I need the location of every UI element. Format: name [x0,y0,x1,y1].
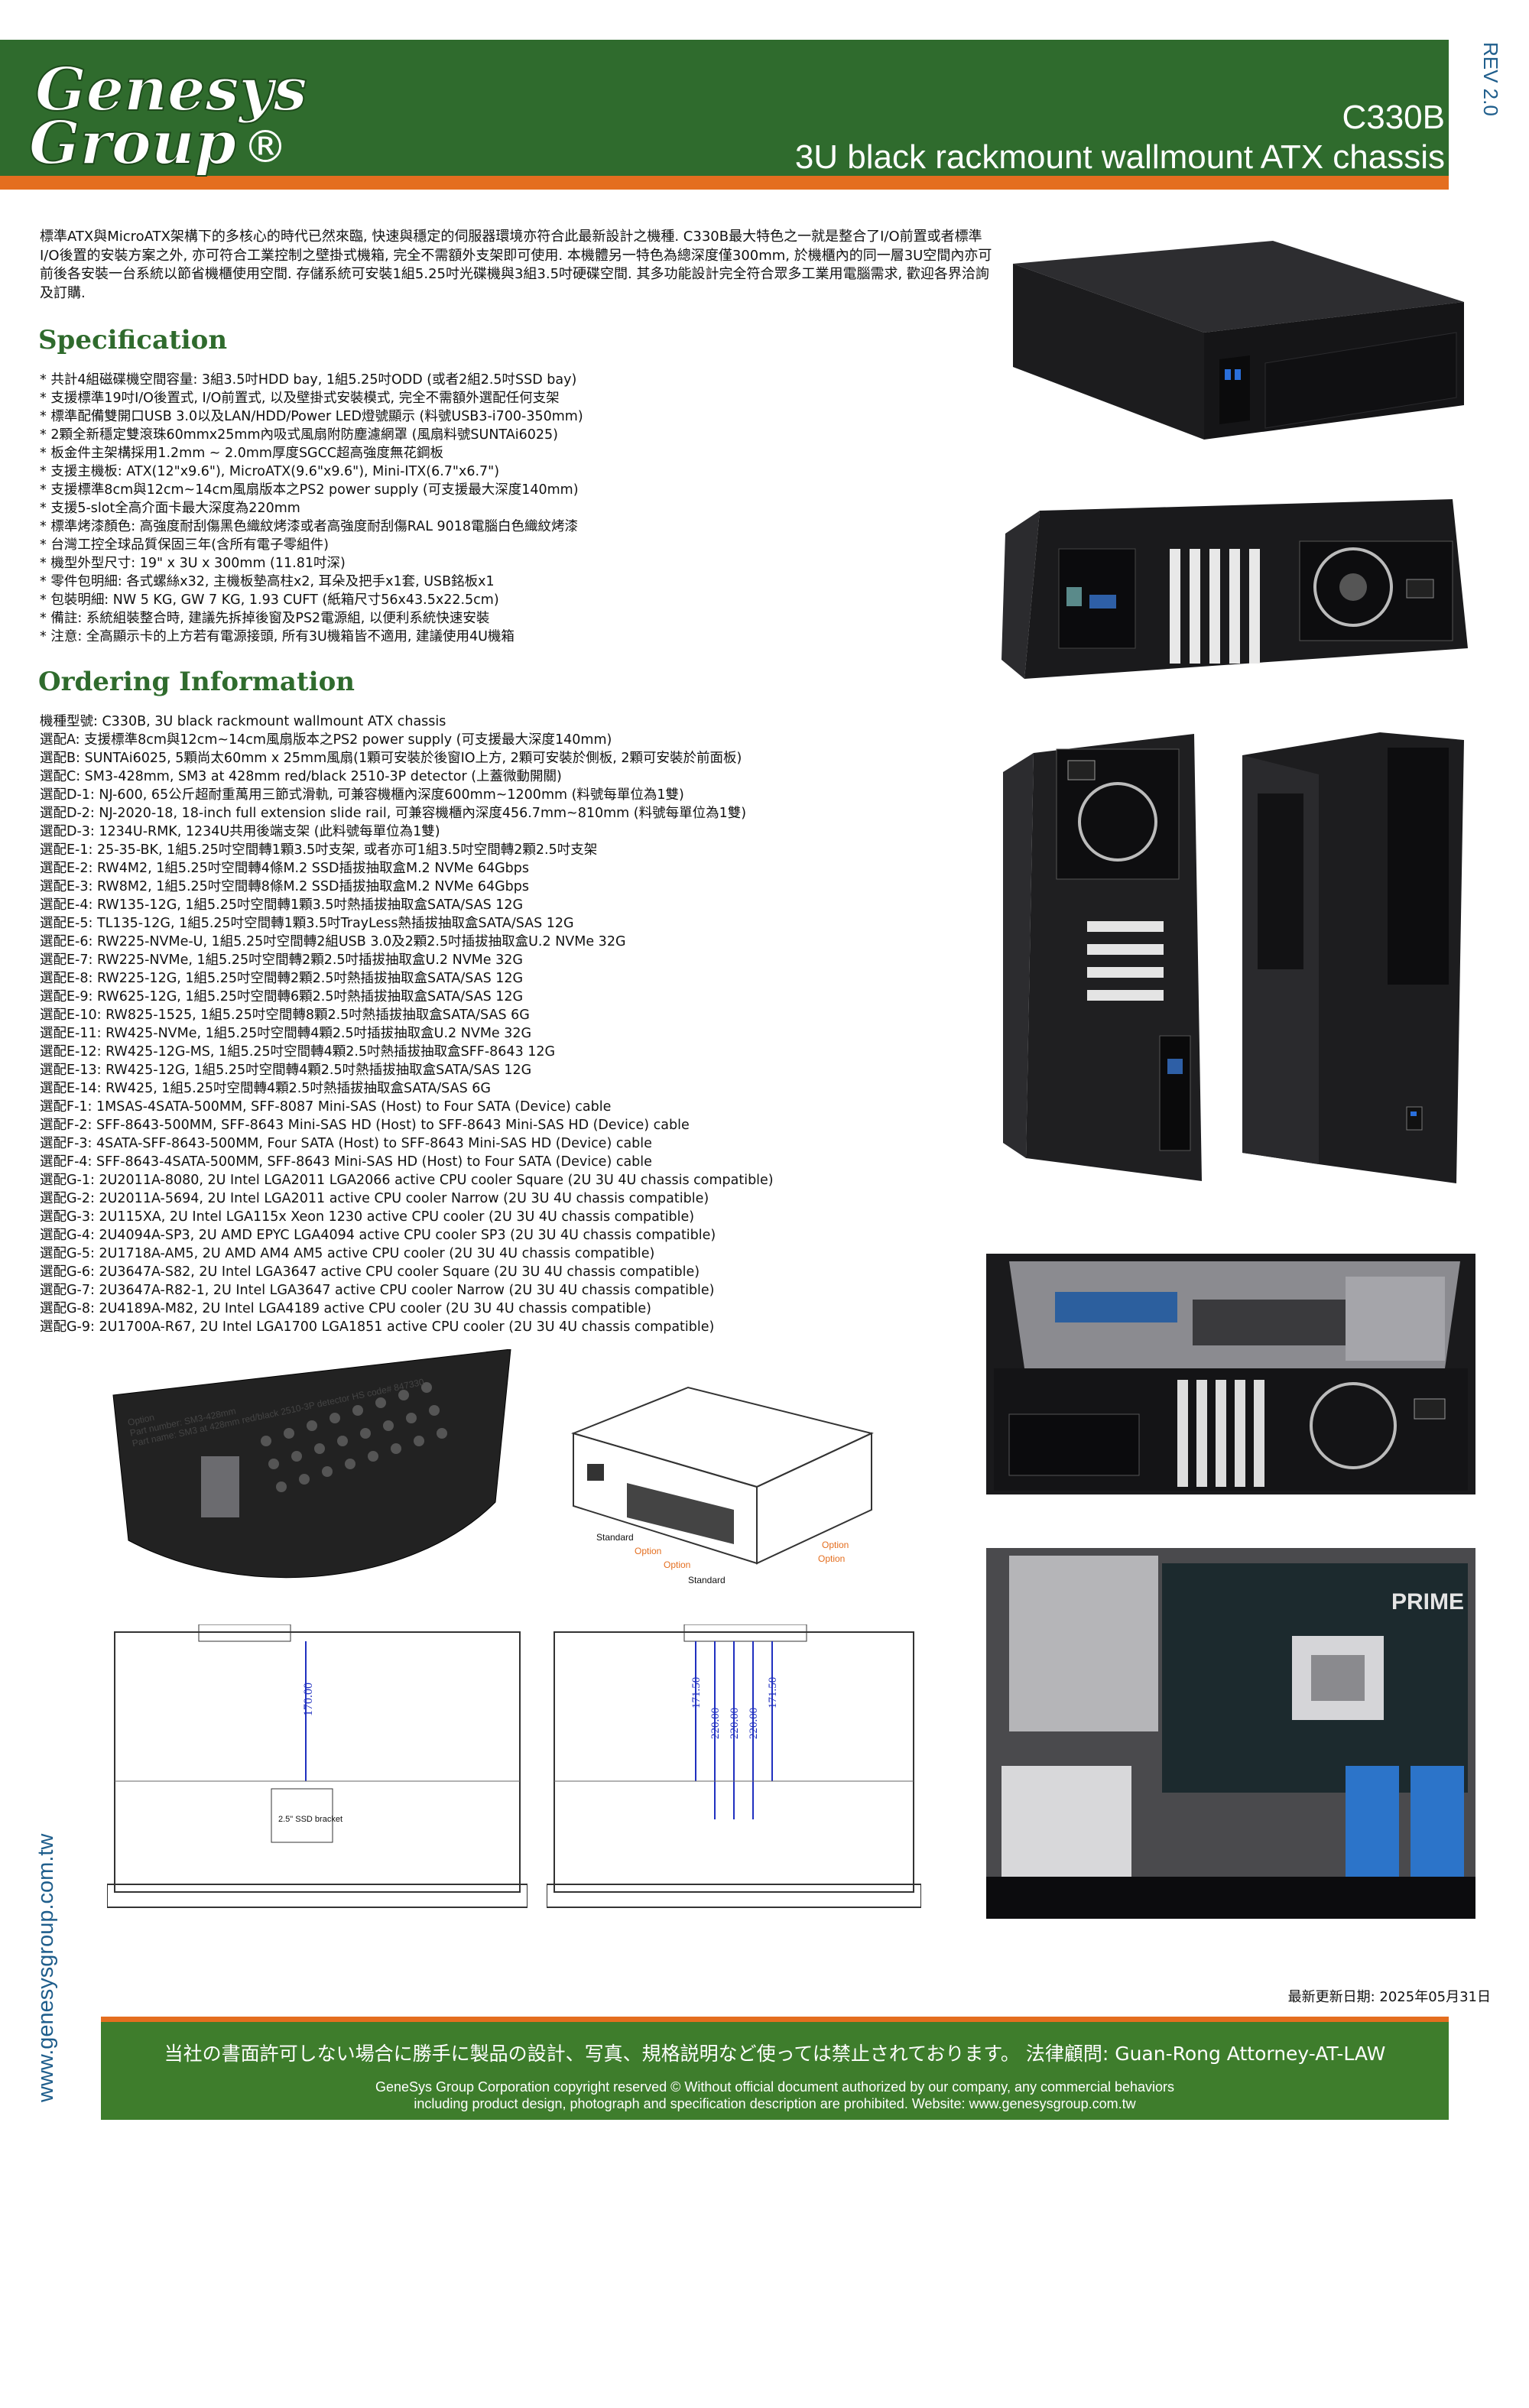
ordering-item: 選配F-3: 4SATA-SFF-8643-500MM, Four SATA (… [40,1136,652,1151]
ordering-item: 選配E-9: RW625-12G, 1組5.25吋空間轉6顆2.5吋熱插拔抽取盒… [40,989,524,1004]
ordering-item: 選配F-1: 1MSAS-4SATA-500MM, SFF-8087 Mini-… [40,1099,612,1115]
wallmount-rear-photo [1003,734,1202,1181]
specification-list: * 共計4組磁碟機空間容量: 3組3.5吋HDD bay, 1組5.25吋ODD… [40,371,583,646]
ordering-list: 機種型號: C330B, 3U black rackmount wallmoun… [40,712,774,1336]
ordering-item: 選配B: SUNTAi6025, 5顆尚太60mm x 25mm風扇(1顆可安裝… [40,751,742,766]
ordering-item: 選配F-2: SFF-8643-500MM, SFF-8643 Mini-SAS… [40,1118,690,1133]
spec-item: * 備註: 系統組裝整合時, 建議先拆掉後窗及PS2電源組, 以便利系統快速安裝 [40,611,490,626]
spec-item: * 2顆全新穩定雙滾珠60mmx25mm內吸式風扇附防塵濾網罩 (風扇料號SUN… [40,427,558,443]
ordering-item: 選配G-5: 2U1718A-AM5, 2U AMD AM4 AM5 activ… [40,1246,655,1261]
iso-label-option-4: Option [818,1553,845,1564]
chassis-rear-photo [1001,499,1468,679]
dimension-171-right: 171.50 [767,1677,779,1709]
spec-item: * 支援標準19吋I/O後置式, I/O前置式, 以及壁掛式安裝模式, 完全不需… [40,391,560,406]
footer-legal-notice: 当社の書面許可しない場合に勝手に製品の設計、写真、規格説明など使っては禁止されて… [164,2043,1386,2065]
ordering-item: 選配G-1: 2U2011A-8080, 2U Intel LGA2011 LG… [40,1173,774,1188]
ordering-item: 選配E-6: RW225-NVMe-U, 1組5.25吋空間轉2組USB 3.0… [40,934,626,949]
chassis-front-photo [1013,241,1464,440]
dimension-170: 170.00 [302,1683,315,1716]
website-link[interactable]: www.genesysgroup.com.tw [34,1833,58,2102]
revision-text: REV 2.0 [1479,42,1502,116]
dimension-drawing-right: 171.50 220.00 220.00 220.00 171.50 [547,1624,921,1908]
website-vertical: www.genesysgroup.com.tw [34,1834,64,2408]
ordering-item: 選配G-8: 2U4189A-M82, 2U Intel LGA4189 act… [40,1301,651,1316]
motherboard-brand-label: PRIME [1391,1589,1464,1615]
ordering-heading: Ordering Information [38,667,355,697]
ordering-item: 選配E-12: RW425-12G-MS, 1組5.25吋空間轉4顆2.5吋熱插… [40,1044,556,1060]
model-name: 3U black rackmount wallmount ATX chassis [794,138,1445,176]
footer-copyright: GeneSys Group Corporation copyright rese… [101,2079,1449,2112]
ordering-item: 選配D-2: NJ-2020-18, 18-inch full extensio… [40,806,747,821]
spec-item: * 標準配備雙開口USB 3.0以及LAN/HDD/Power LED燈號顯示 … [40,409,583,424]
dimension-171-left: 171.50 [690,1677,703,1709]
dimension-drawing-left: 170.00 2.5" SSD bracket [107,1624,528,1908]
iso-label-standard-2: Standard [688,1575,726,1585]
header-band [0,40,1449,176]
iso-label-option-3: Option [822,1540,849,1550]
ordering-item: 選配E-1: 25-35-BK, 1組5.25吋空間轉1顆3.5吋支架, 或者亦… [40,842,598,858]
ordering-item: 選配E-4: RW135-12G, 1組5.25吋空間轉1顆3.5吋熱插拔抽取盒… [40,897,524,913]
header-accent-stripe [0,176,1449,190]
ordering-item: 選配E-14: RW425, 1組5.25吋空間轉4顆2.5吋熱插拔抽取盒SAT… [40,1081,491,1096]
last-updated-date: 最新更新日期: 2025年05月31日 [1287,1989,1491,2005]
interior-rear-photo [986,1254,1475,1494]
ordering-item: 選配E-7: RW225-NVMe, 1組5.25吋空間轉2顆2.5吋插拔抽取盒… [40,952,523,968]
spec-item: * 板金件主架構採用1.2mm ~ 2.0mm厚度SGCC超高強度無花鋼板 [40,446,444,461]
ordering-item: 選配E-2: RW4M2, 1組5.25吋空間轉4條M.2 SSD插拔抽取盒M.… [40,861,530,876]
ordering-item: 選配G-6: 2U3647A-S82, 2U Intel LGA3647 act… [40,1264,700,1280]
model-code: C330B [1342,99,1445,136]
ordering-item: 選配E-3: RW8M2, 1組5.25吋空間轉8條M.2 SSD插拔抽取盒M.… [40,879,530,894]
iso-label-standard-1: Standard [596,1532,634,1543]
ordering-item: 選配E-13: RW425-12G, 1組5.25吋空間轉4顆2.5吋熱插拔抽取… [40,1063,532,1078]
ordering-item: 選配G-9: 2U1700A-R67, 2U Intel LGA1700 LGA… [40,1319,715,1335]
ordering-item: 選配D-1: NJ-600, 65公斤超耐重萬用三節式滑軌, 可兼容機櫃內深度6… [40,787,684,803]
spec-item: * 機型外型尺寸: 19" x 3U x 300mm (11.81吋深) [40,556,346,571]
intro-paragraph: 標準ATX與MicroATX架構下的多核心的時代已然來臨, 快速與穩定的伺服器環… [40,229,992,301]
dimension-220-c: 220.00 [748,1708,760,1739]
ordering-item: 選配A: 支援標準8cm與12cm~14cm風扇版本之PS2 power sup… [40,732,612,748]
footer-copyright-line1: GeneSys Group Corporation copyright rese… [375,2079,1175,2095]
footer-copyright-line2: including product design, photograph and… [414,2096,1136,2111]
ordering-item: 選配D-3: 1234U-RMK, 1234U共用後端支架 (此料號每單位為1雙… [40,824,440,839]
iso-label-option-2: Option [664,1559,690,1570]
revision-tag: REV 2.0 [1472,42,1510,141]
logo-registered-mark: ® [243,121,287,173]
ordering-item: 選配E-10: RW825-1525, 1組5.25吋空間轉8顆2.5吋熱插拔抽… [40,1008,530,1023]
logo-line2: Group [29,109,236,177]
ordering-item: 選配G-3: 2U115XA, 2U Intel LGA115x Xeon 12… [40,1209,695,1225]
spec-item: * 台灣工控全球品質保固三年(含所有電子零組件) [40,537,329,553]
interior-motherboard-photo: PRIME [986,1548,1475,1919]
wallmount-front-photo [1242,732,1464,1183]
ordering-item: 機種型號: C330B, 3U black rackmount wallmoun… [40,714,446,729]
footer-band: 当社の書面許可しない場合に勝手に製品の設計、写真、規格説明など使っては禁止されて… [101,2022,1449,2120]
model-title-block: C330B 3U black rackmount wallmount ATX c… [795,98,1445,177]
spec-item: * 支援5-slot全高介面卡最大深度為220mm [40,501,300,516]
genesys-group-logo: Genesys Group ® [28,54,308,177]
ordering-item: 選配E-5: TL135-12G, 1組5.25吋空間轉1顆3.5吋TrayLe… [40,916,574,931]
ordering-item: 選配E-11: RW425-NVMe, 1組5.25吋空間轉4顆2.5吋插拔抽取… [40,1026,532,1041]
ordering-item: 選配F-4: SFF-8643-4SATA-500MM, SFF-8643 Mi… [40,1154,652,1170]
dimension-220-b: 220.00 [729,1708,741,1739]
ordering-item: 選配C: SM3-428mm, SM3 at 428mm red/black 2… [40,769,562,784]
dimension-220-a: 220.00 [709,1708,722,1739]
ordering-item: 選配G-7: 2U3647A-R82-1, 2U Intel LGA3647 a… [40,1283,715,1298]
isometric-line-drawing: Standard Option Option Standard Option O… [570,1386,874,1585]
specification-heading: Specification [38,325,228,355]
spec-item: * 支援標準8cm與12cm~14cm風扇版本之PS2 power supply… [40,482,579,498]
ordering-item: 選配G-4: 2U4094A-SP3, 2U AMD EPYC LGA4094 … [40,1228,716,1243]
ordering-item: 選配E-8: RW225-12G, 1組5.25吋空間轉2顆2.5吋熱插拔抽取盒… [40,971,524,986]
ordering-item: 選配G-2: 2U2011A-5694, 2U Intel LGA2011 ac… [40,1191,709,1206]
spec-item: * 包裝明細: NW 5 KG, GW 7 KG, 1.93 CUFT (紙箱尺… [40,592,499,608]
logo-line1: Genesys [35,55,307,125]
spec-item: * 支援主機板: ATX(12"x9.6"), MicroATX(9.6"x9.… [40,464,500,479]
iso-label-option-1: Option [635,1546,661,1556]
spec-item: * 標準烤漆顏色: 高強度耐刮傷黑色織紋烤漆或者高強度耐刮傷RAL 9018電腦… [40,519,579,534]
spec-item: * 注意: 全高顯示卡的上方若有電源接頭, 所有3U機箱皆不適用, 建議使用4U… [40,629,515,644]
ssd-bracket-label: 2.5" SSD bracket [278,1815,342,1824]
footer-accent-stripe [101,2017,1449,2022]
switch-option-figure: Option Part number: SM3-428mm Part name:… [112,1349,511,1579]
spec-item: * 零件包明細: 各式螺絲x32, 主機板墊高柱x2, 耳朵及把手x1套, US… [40,574,495,589]
spec-item: * 共計4組磁碟機空間容量: 3組3.5吋HDD bay, 1組5.25吋ODD… [40,372,577,388]
